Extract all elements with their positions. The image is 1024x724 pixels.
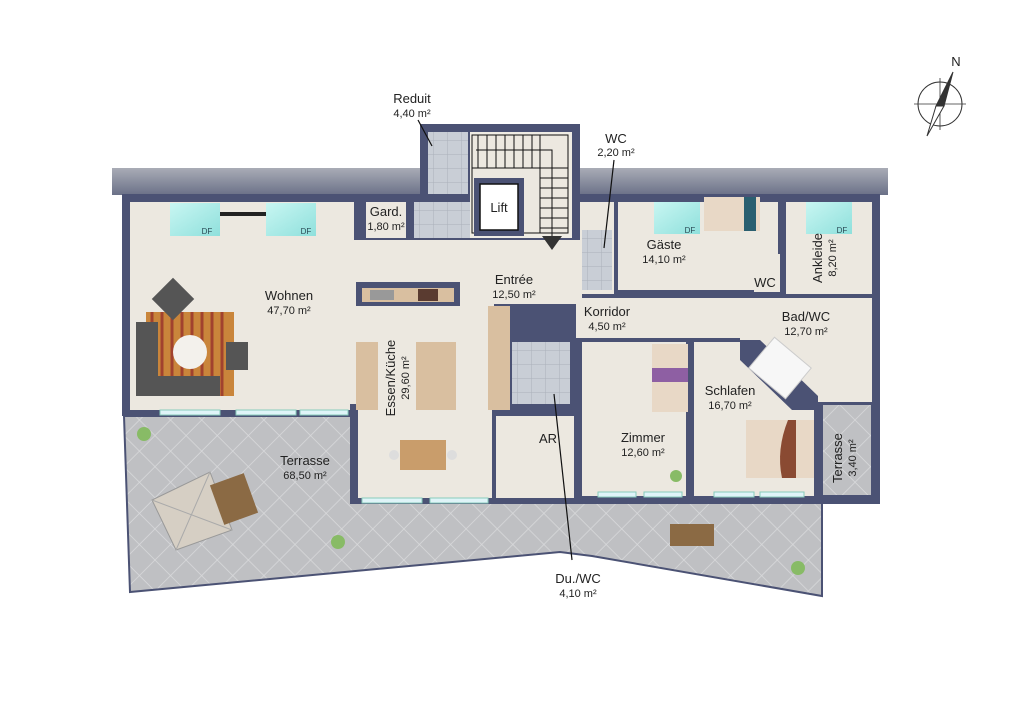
reduit-lower — [414, 202, 472, 238]
lift-label: Lift — [490, 200, 508, 215]
room-wc-small: WC — [754, 275, 776, 290]
room-ankleide: Ankleide 8,20 m² — [810, 233, 839, 283]
gard-floor — [366, 202, 406, 238]
svg-text:Zimmer: Zimmer — [621, 430, 666, 445]
skylight-label: DF — [837, 226, 848, 235]
ar-floor — [496, 416, 574, 498]
svg-text:Gard.: Gard. — [370, 204, 403, 219]
lift — [479, 183, 519, 231]
bathtub — [748, 336, 812, 400]
svg-text:Essen/Küche: Essen/Küche — [383, 340, 398, 417]
room-du-wc: Du./WC 4,10 m² — [555, 571, 601, 600]
svg-text:68,50 m²: 68,50 m² — [283, 470, 327, 482]
svg-text:12,70 m²: 12,70 m² — [784, 326, 828, 338]
room-wc: WC 2,20 m² — [597, 131, 635, 159]
svg-text:29,60 m²: 29,60 m² — [400, 356, 412, 400]
room-bad: Bad/WC 12,70 m² — [782, 309, 830, 338]
reduit-leader — [417, 119, 433, 147]
svg-text:Entrée: Entrée — [495, 272, 533, 287]
svg-text:Ankleide: Ankleide — [810, 233, 825, 283]
svg-text:47,70 m²: 47,70 m² — [267, 305, 311, 317]
tv — [220, 212, 266, 216]
room-wohnen: Wohnen 47,70 m² — [265, 288, 313, 317]
svg-text:3,40 m²: 3,40 m² — [847, 439, 859, 477]
svg-text:1,80 m²: 1,80 m² — [367, 221, 405, 233]
wc-small-floor — [754, 254, 780, 292]
svg-text:12,60 m²: 12,60 m² — [621, 447, 665, 459]
room-zimmer: Zimmer 12,60 m² — [621, 430, 666, 459]
living-furniture — [136, 277, 248, 396]
svg-text:14,10 m²: 14,10 m² — [642, 254, 686, 266]
svg-text:Gäste: Gäste — [647, 237, 682, 252]
terrace-furniture — [137, 427, 805, 575]
svg-text:4,10 m²: 4,10 m² — [559, 588, 597, 600]
room-ar: AR — [539, 431, 557, 446]
skylights — [170, 202, 852, 236]
stair-direction-arrow — [542, 236, 562, 250]
bedroom-furniture — [652, 197, 814, 478]
room-korridor: Korridor 4,50 m² — [584, 304, 631, 333]
svg-text:2,20 m²: 2,20 m² — [597, 147, 635, 159]
room-entree: Entrée 12,50 m² — [492, 272, 536, 301]
skylight-label: DF — [301, 227, 312, 236]
room-essen: Essen/Küche 29,60 m² — [383, 340, 412, 417]
wc-leader — [603, 159, 615, 249]
svg-text:4,50 m²: 4,50 m² — [588, 321, 626, 333]
svg-text:Du./WC: Du./WC — [555, 571, 601, 586]
cabinet — [488, 306, 510, 410]
svg-text:WC: WC — [605, 131, 627, 146]
svg-text:16,70 m²: 16,70 m² — [708, 400, 752, 412]
skylight-label: DF — [685, 226, 696, 235]
du-wc-floor — [512, 342, 570, 408]
svg-text:Bad/WC: Bad/WC — [782, 309, 830, 324]
svg-text:Korridor: Korridor — [584, 304, 631, 319]
du-wc-leader — [553, 393, 573, 561]
room-gard: Gard. 1,80 m² — [367, 204, 405, 233]
svg-text:Reduit: Reduit — [393, 91, 431, 106]
svg-text:8,20 m²: 8,20 m² — [827, 239, 839, 277]
svg-text:4,40 m²: 4,40 m² — [393, 108, 431, 120]
svg-text:12,50 m²: 12,50 m² — [492, 289, 536, 301]
room-gaeste: Gäste 14,10 m² — [642, 237, 686, 266]
svg-text:Wohnen: Wohnen — [265, 288, 313, 303]
room-schlafen: Schlafen 16,70 m² — [705, 383, 756, 412]
skylight-label: DF — [202, 227, 213, 236]
stove-icon — [418, 289, 438, 301]
room-terrasse-big: Terrasse 68,50 m² — [280, 453, 330, 482]
compass-north-label: N — [951, 54, 960, 69]
svg-text:Schlafen: Schlafen — [705, 383, 756, 398]
svg-text:Terrasse: Terrasse — [830, 433, 845, 483]
svg-text:Terrasse: Terrasse — [280, 453, 330, 468]
terrace-small-floor — [821, 403, 873, 497]
compass-icon — [914, 71, 966, 137]
room-reduit: Reduit 4,40 m² — [393, 91, 431, 120]
windows — [159, 409, 805, 504]
wc-floor — [582, 230, 612, 290]
room-terrasse-small: Terrasse 3,40 m² — [830, 433, 859, 483]
dining-furniture — [356, 342, 457, 470]
sink-icon — [370, 290, 394, 300]
